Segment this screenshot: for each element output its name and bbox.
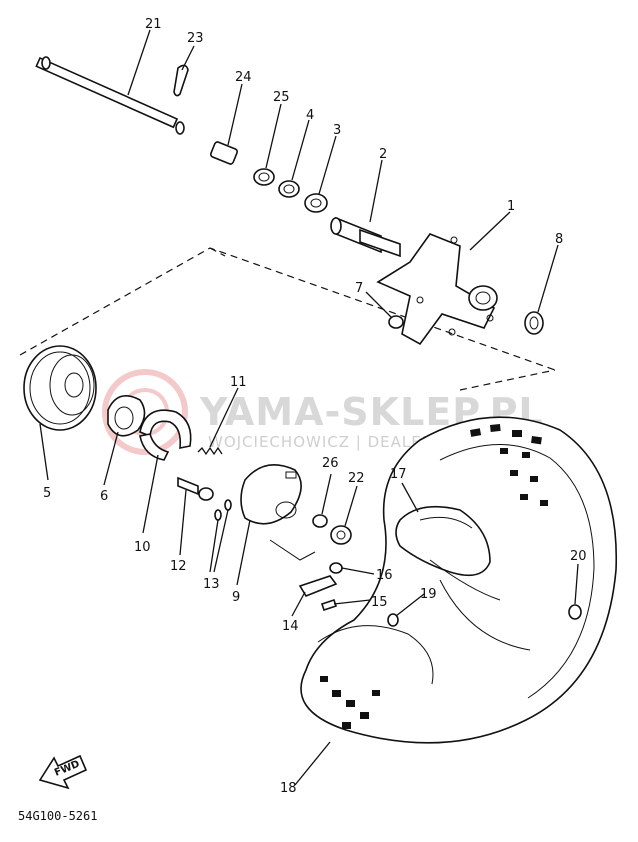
callout-16: 16 bbox=[376, 568, 393, 583]
nut-20 bbox=[568, 604, 582, 620]
callout-25: 25 bbox=[273, 90, 290, 105]
o-rings-13 bbox=[214, 499, 232, 521]
fwd-arrow-icon: FWD bbox=[38, 754, 88, 790]
hub-1 bbox=[376, 233, 498, 346]
cam-shaft-12 bbox=[177, 476, 214, 501]
callout-4: 4 bbox=[306, 108, 314, 123]
callout-2: 2 bbox=[379, 147, 387, 162]
callouts: 21 23 24 25 4 3 2 1 8 7 11 5 6 10 12 13 … bbox=[43, 17, 587, 796]
watermark-subtext: WOJCIECHOWICZ | DEALER bbox=[208, 433, 433, 451]
callout-1: 1 bbox=[507, 199, 515, 214]
ring-6 bbox=[107, 394, 146, 437]
callout-24: 24 bbox=[235, 70, 252, 85]
bolt-15 bbox=[320, 598, 338, 612]
lever-14 bbox=[298, 575, 338, 597]
callout-17: 17 bbox=[390, 467, 407, 482]
spacer-sleeve-2 bbox=[330, 216, 401, 258]
watermark-logo bbox=[102, 369, 188, 455]
callout-23: 23 bbox=[187, 31, 204, 46]
callout-26: 26 bbox=[322, 456, 339, 471]
bearing-3 bbox=[304, 193, 328, 213]
brake-shoe-10 bbox=[139, 409, 192, 461]
castle-nut-22 bbox=[330, 525, 352, 545]
cotter-pin-23 bbox=[173, 64, 189, 97]
callout-18: 18 bbox=[280, 781, 297, 796]
callout-3: 3 bbox=[333, 123, 341, 138]
seal-8 bbox=[524, 311, 544, 335]
wheel-rim-17 bbox=[395, 505, 531, 651]
callout-19: 19 bbox=[420, 587, 437, 602]
callout-6: 6 bbox=[100, 489, 108, 504]
callout-9: 9 bbox=[232, 590, 240, 605]
callout-21: 21 bbox=[145, 17, 162, 32]
nut-7 bbox=[388, 315, 404, 329]
callout-5: 5 bbox=[43, 486, 51, 501]
brake-drum-5 bbox=[23, 345, 97, 431]
washer-26 bbox=[312, 514, 328, 528]
valve-19 bbox=[387, 613, 399, 627]
oil-seal-25 bbox=[253, 168, 275, 186]
callout-20: 20 bbox=[570, 549, 587, 564]
bearing-4 bbox=[278, 180, 300, 198]
spring-11 bbox=[197, 446, 223, 456]
callout-12: 12 bbox=[170, 559, 187, 574]
callout-15: 15 bbox=[371, 595, 388, 610]
callout-14: 14 bbox=[282, 619, 299, 634]
callout-10: 10 bbox=[134, 540, 151, 555]
callout-7: 7 bbox=[355, 281, 363, 296]
part-code: 54G100-5261 bbox=[18, 809, 97, 823]
callout-22: 22 bbox=[348, 471, 365, 486]
brake-plate-9 bbox=[240, 464, 302, 525]
axle-21 bbox=[35, 56, 185, 135]
callout-11: 11 bbox=[230, 375, 247, 390]
callout-13: 13 bbox=[203, 577, 220, 592]
leader-lines bbox=[39, 29, 579, 786]
nut-16 bbox=[329, 562, 343, 574]
spacer-24 bbox=[209, 141, 239, 165]
callout-8: 8 bbox=[555, 232, 563, 247]
